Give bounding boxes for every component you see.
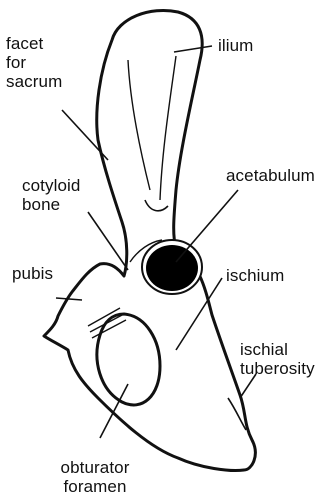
label-facet-line-1: facet xyxy=(6,34,62,53)
label-ischial-tuberosity: ischial tuberosity xyxy=(240,340,315,378)
leader-acetabulum xyxy=(176,190,238,262)
label-cotyloid-line-2: bone xyxy=(22,195,80,214)
label-tuberosity-line-2: tuberosity xyxy=(240,359,315,378)
label-cotyloid-bone: cotyloid bone xyxy=(22,176,80,214)
label-pubis: pubis xyxy=(12,264,53,283)
label-facet-line-3: sacrum xyxy=(6,72,62,91)
label-obturator-foramen: obturator foramen xyxy=(40,458,150,496)
label-acetabulum: acetabulum xyxy=(226,166,315,185)
label-ischium: ischium xyxy=(226,266,284,285)
label-facet-line-2: for xyxy=(6,53,62,72)
label-ilium: ilium xyxy=(218,36,253,55)
label-cotyloid-line-1: cotyloid xyxy=(22,176,80,195)
hip-bone-outline xyxy=(44,10,255,470)
label-tuberosity-line-1: ischial xyxy=(240,340,315,359)
label-obturator-line-1: obturator xyxy=(40,458,150,477)
label-facet-for-sacrum: facet for sacrum xyxy=(6,34,62,91)
acetabulum-socket xyxy=(146,245,198,291)
label-obturator-line-2: foramen xyxy=(40,477,150,496)
